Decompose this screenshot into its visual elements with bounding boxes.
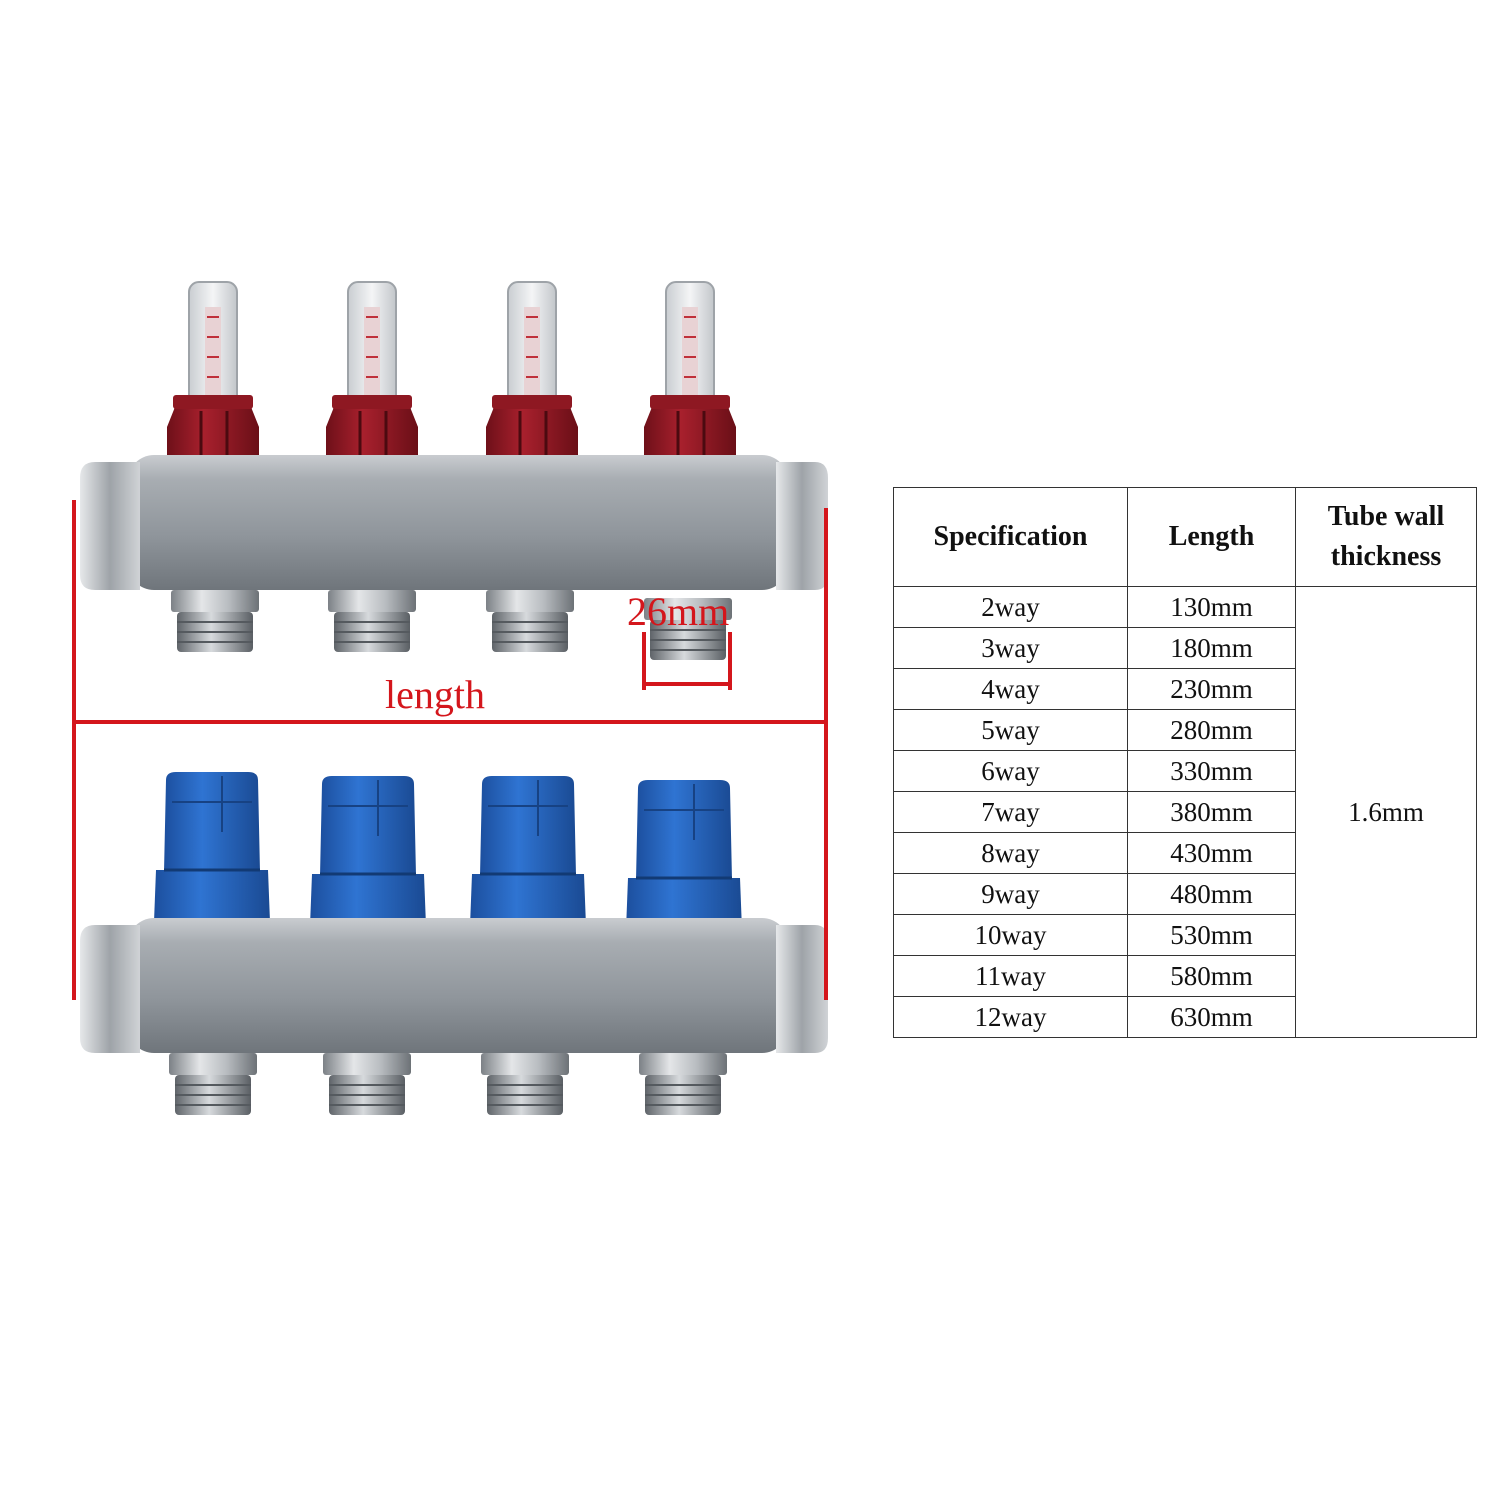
table-row: 9way 480mm [893,873,1477,915]
table-header-row: Specification Length Tube wall thickness [893,487,1477,587]
table-row: 2way 130mm 1.6mm [893,586,1477,1038]
blue-valve-cap-4 [624,778,744,932]
length-dimension [72,500,828,1000]
table-row: 7way 380mm [893,791,1477,833]
header-tube-wall-thickness: Tube wall thickness [1295,487,1477,587]
table-row: 3way 180mm [893,627,1477,669]
lower-manifold-body [128,918,788,1053]
table-body: 2way 130mm 1.6mm 3way 180mm 4way 230mm 5… [893,586,1477,1038]
header-specification: Specification [893,487,1128,587]
spec-cell: 10way [893,914,1128,956]
table-row: 4way 230mm [893,668,1477,710]
spec-cell: 11way [893,955,1128,997]
table-row: 8way 430mm [893,832,1477,874]
table-row: 12way 630mm [893,996,1477,1038]
spec-cell: 12way [893,996,1128,1038]
spec-cell: 4way [893,668,1128,710]
flowmeter-red-2 [324,280,420,469]
length-cell: 480mm [1127,873,1296,915]
length-cell: 530mm [1127,914,1296,956]
lower-outlet-4 [638,1052,728,1116]
length-cell: 180mm [1127,627,1296,669]
blue-valve-cap-3 [468,774,588,928]
upper-right-end-fitting [776,462,828,590]
flowmeter-red-3 [484,280,580,469]
flowmeter-red-4 [642,280,738,469]
spec-cell: 9way [893,873,1128,915]
upper-outlet-2 [327,589,417,653]
upper-outlet-1 [170,589,260,653]
spec-cell: 7way [893,791,1128,833]
lower-outlet-3 [480,1052,570,1116]
length-cell: 380mm [1127,791,1296,833]
length-label: length [385,672,485,717]
blue-valve-cap-1 [152,770,272,924]
upper-left-end-fitting [80,462,140,590]
lower-outlet-2 [322,1052,412,1116]
lower-outlet-1 [168,1052,258,1116]
lower-right-end-fitting [776,925,828,1053]
blue-valve-cap-2 [308,774,428,928]
length-cell: 630mm [1127,996,1296,1038]
table-row: 5way 280mm [893,709,1477,751]
length-cell: 430mm [1127,832,1296,874]
length-cell: 230mm [1127,668,1296,710]
upper-outlet-3 [485,589,575,653]
wall-thickness-cell: 1.6mm [1295,586,1477,1038]
length-cell: 580mm [1127,955,1296,997]
spec-cell: 6way [893,750,1128,792]
upper-manifold [80,280,828,661]
spec-cell: 5way [893,709,1128,751]
table-row: 6way 330mm [893,750,1477,792]
upper-manifold-body [128,455,788,590]
header-length: Length [1127,487,1296,587]
spec-cell: 3way [893,627,1128,669]
spec-table: Specification Length Tube wall thickness… [893,487,1477,1038]
spec-cell: 8way [893,832,1128,874]
length-cell: 130mm [1127,586,1296,628]
length-cell: 280mm [1127,709,1296,751]
flowmeter-red-1 [165,280,261,469]
port-width-label: 26mm [627,589,729,634]
spec-cell: 2way [893,586,1128,628]
lower-left-end-fitting [80,925,140,1053]
lower-manifold [80,770,828,1116]
port-width-dimension [642,632,732,690]
table-row: 10way 530mm [893,914,1477,956]
manifold-illustration: length 26mm [72,280,828,1116]
length-cell: 330mm [1127,750,1296,792]
